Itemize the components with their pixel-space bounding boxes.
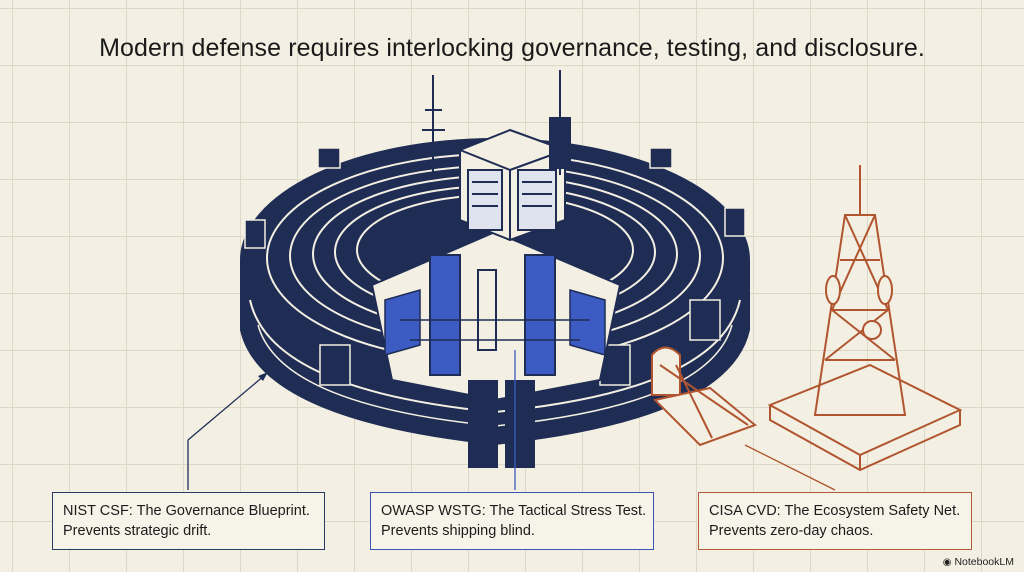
nist-csf-card: NIST CSF: The Governance Blueprint. Prev… — [52, 492, 325, 550]
page-title: Modern defense requires interlocking gov… — [99, 34, 925, 62]
server-racks — [459, 128, 566, 242]
owasp-card-heading: OWASP WSTG: The Tactical Stress Test. — [381, 503, 647, 519]
callout-arrow-nist-icon — [258, 372, 268, 381]
owasp-wstg-card: OWASP WSTG: The Tactical Stress Test. Pr… — [370, 492, 654, 550]
fortress-cutaway-interior — [370, 230, 622, 468]
brand-name: NotebookLM — [954, 556, 1014, 568]
nist-card-subtext: Prevents strategic drift. — [63, 523, 212, 539]
cisa-cvd-card: CISA CVD: The Ecosystem Safety Net. Prev… — [698, 492, 972, 550]
cisa-card-heading: CISA CVD: The Ecosystem Safety Net. — [709, 503, 961, 519]
callout-line-cisa — [744, 444, 836, 491]
drawbridge — [651, 346, 757, 447]
nist-card-heading: NIST CSF: The Governance Blueprint. — [63, 503, 310, 519]
notebooklm-brand: ◉ NotebookLM — [943, 556, 1014, 568]
radio-tower — [767, 165, 963, 472]
callout-line-nist-diag — [187, 374, 266, 441]
fortress-antennas — [422, 70, 571, 175]
battlement-blocks — [244, 147, 746, 386]
cisa-card-subtext: Prevents zero-day chaos. — [709, 523, 874, 539]
notebooklm-logo-icon: ◉ — [942, 556, 952, 568]
owasp-card-subtext: Prevents shipping blind. — [381, 523, 535, 539]
